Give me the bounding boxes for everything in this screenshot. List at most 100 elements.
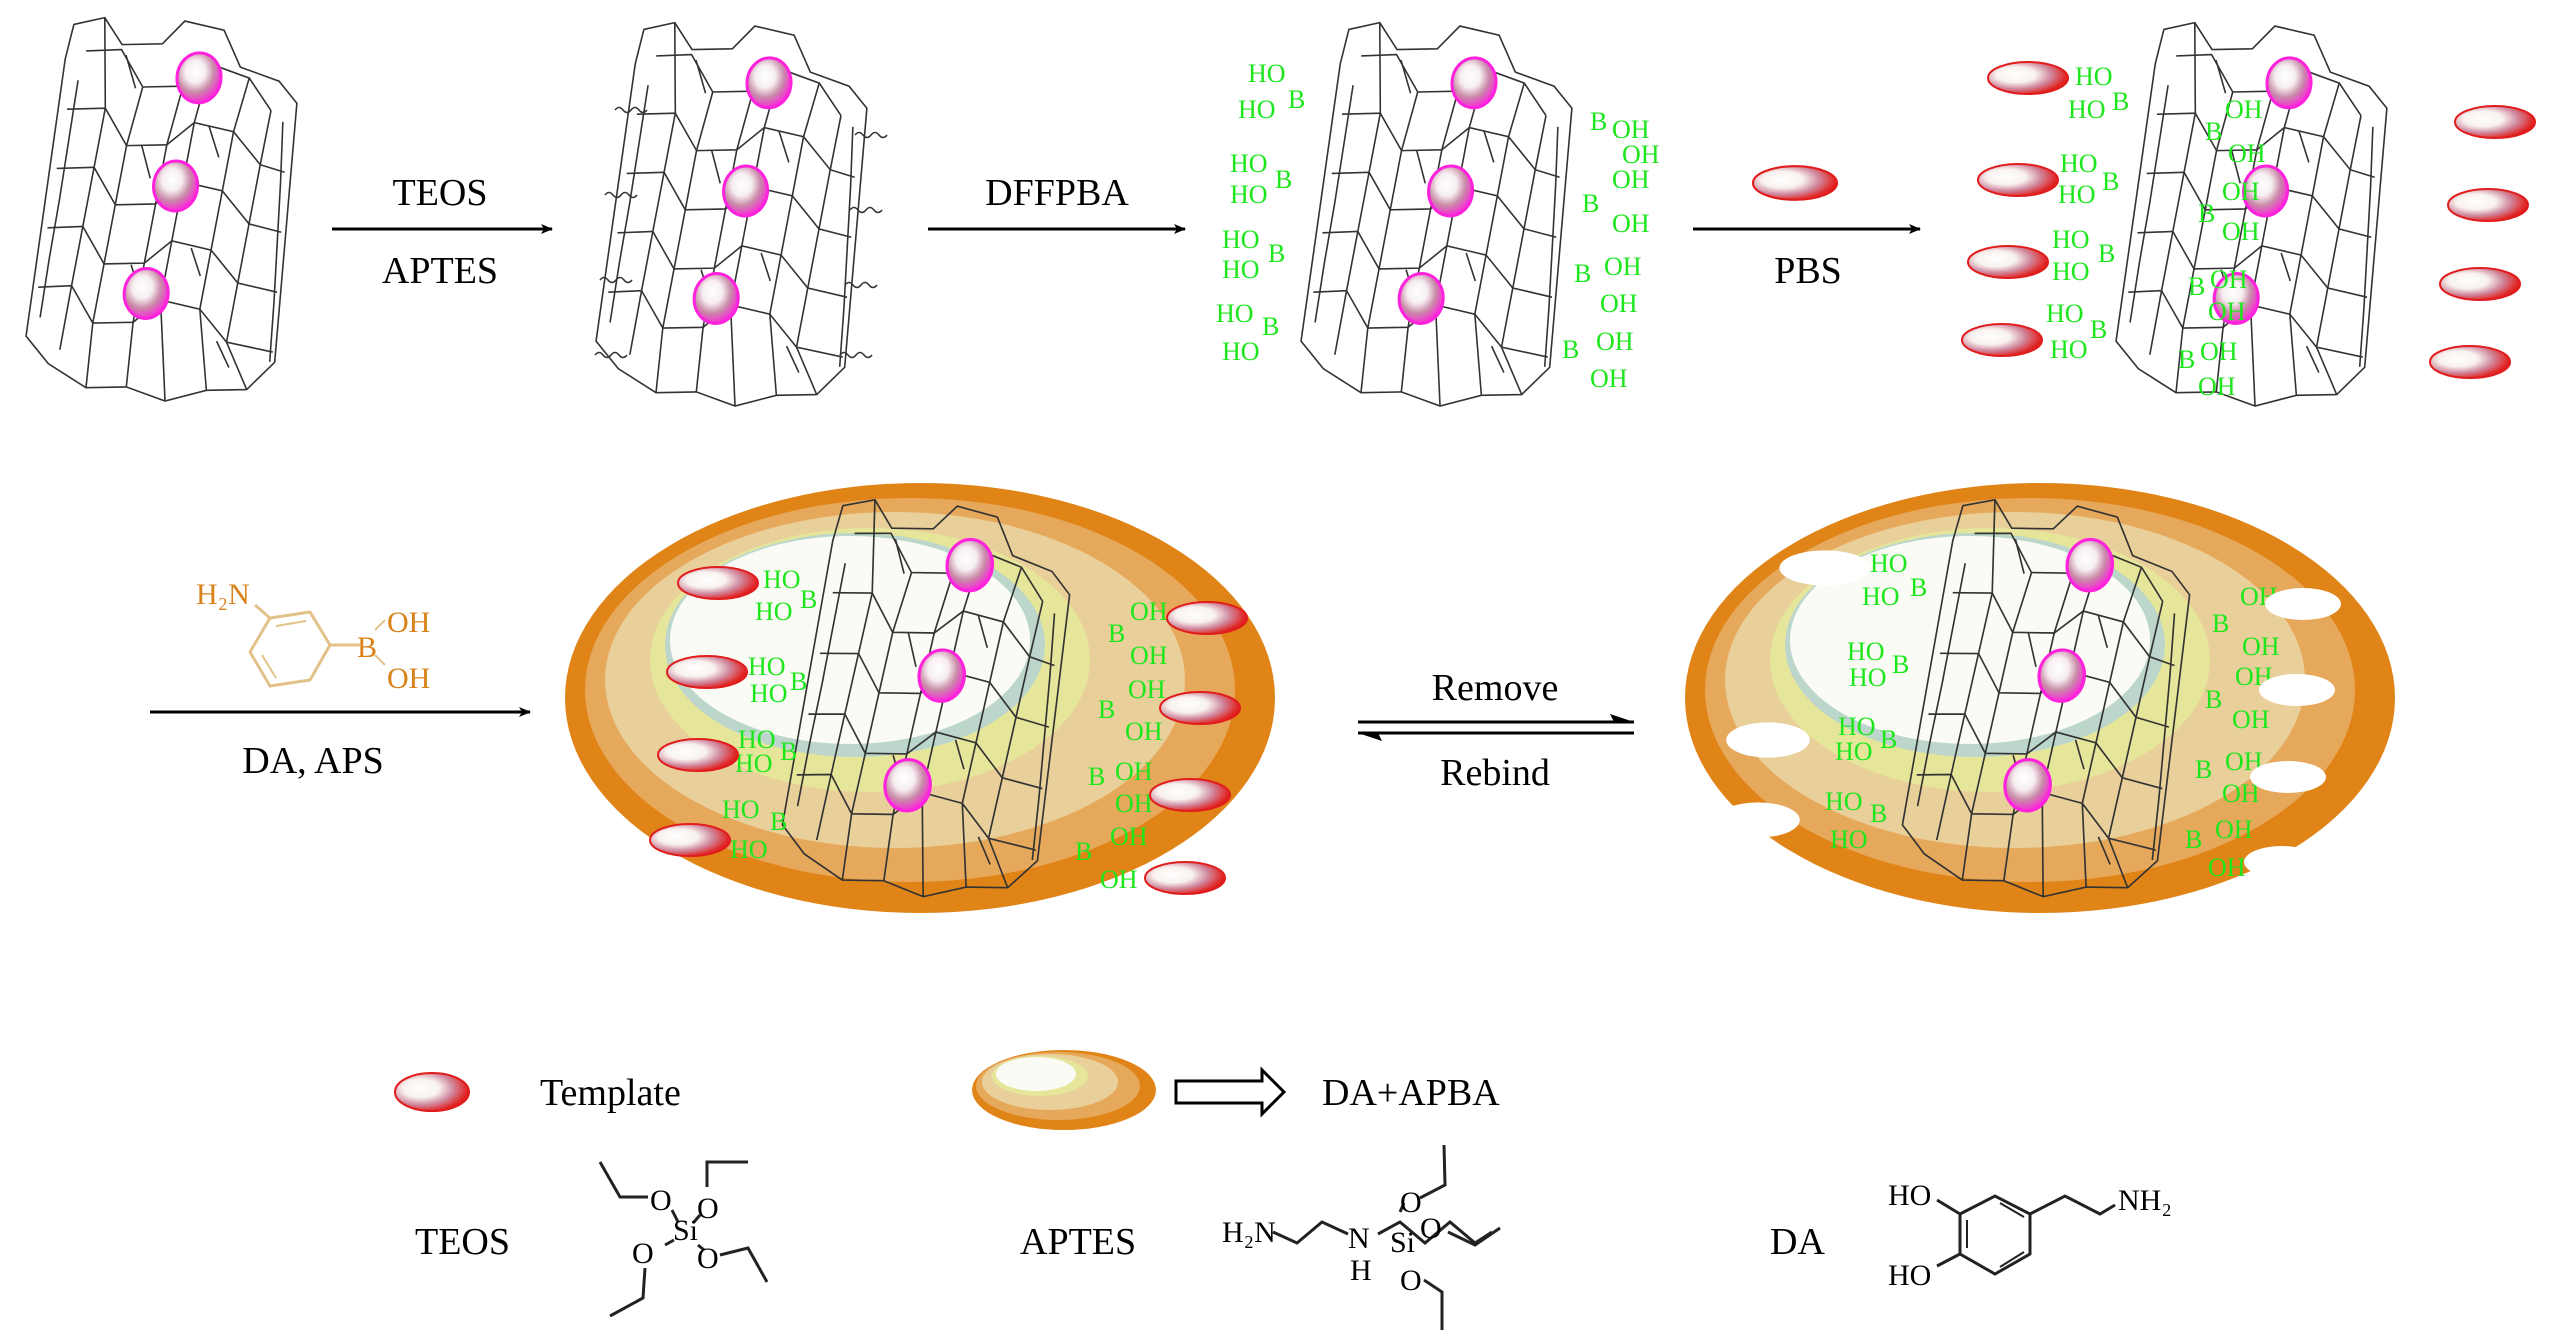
- boronic-b-text: B: [1088, 762, 1105, 791]
- boronic-ho-text: HO: [1222, 255, 1260, 284]
- apba-oh-top-text: OH: [387, 606, 430, 639]
- boronic-ho-text: HO: [730, 835, 768, 864]
- boronic-b-text: B: [2185, 825, 2202, 854]
- apba-oh-bottom-text: OH: [387, 662, 430, 695]
- boronic-b-text: B: [1108, 619, 1125, 648]
- boronic-oh-text: OH: [1596, 327, 1634, 356]
- teos-o-text: O: [632, 1237, 654, 1270]
- boronic-oh-text: OH: [1604, 252, 1642, 281]
- boronic-oh-text: OH: [2225, 95, 2263, 124]
- boronic-oh-text: OH: [1115, 789, 1153, 818]
- template-icon: [1751, 165, 1839, 201]
- boronic-ho-text: HO: [1222, 337, 1260, 366]
- boronic-ho-text: HO: [2060, 149, 2098, 178]
- boronic-b-text: B: [2188, 272, 2205, 301]
- boronic-ho-text: HO: [763, 565, 801, 594]
- legend-template-label: Template: [540, 1072, 681, 1114]
- boronic-ho-text: HO: [1849, 663, 1887, 692]
- boronic-b-text: B: [1275, 165, 1292, 194]
- boronic-b-text: B: [2178, 345, 2195, 374]
- boronic-oh-text: OH: [2208, 853, 2246, 882]
- boronic-oh-text: OH: [1612, 115, 1650, 144]
- boronic-oh-text: OH: [1600, 289, 1638, 318]
- boronic-b-text: B: [2205, 117, 2222, 146]
- boronic-b-text: B: [2198, 199, 2215, 228]
- nanotube-pristine: [19, 6, 311, 414]
- boronic-ho-text: HO: [2046, 299, 2084, 328]
- boronic-oh-text: OH: [1130, 641, 1168, 670]
- nanotube-boronic-acid-functionalized: HO HO B HO HO B HO HO B HO HO B OH B OH …: [1216, 11, 1660, 419]
- aptes-si-text: Si: [1390, 1226, 1415, 1259]
- boronic-ho-text: HO: [2058, 180, 2096, 209]
- boronic-oh-text: OH: [1130, 597, 1168, 626]
- boronic-b-text: B: [2102, 167, 2119, 196]
- boronic-ho-text: HO: [1870, 549, 1908, 578]
- reagent-name-aptes: APTES: [1020, 1221, 1136, 1263]
- legend-template-icon: [394, 1072, 470, 1112]
- boronic-oh-text: OH: [2242, 632, 2280, 661]
- aptes-n-text: N: [1348, 1222, 1370, 1255]
- teos-si-text: Si: [673, 1214, 698, 1247]
- nanotube-silanized: [589, 11, 888, 419]
- boronic-ho-text: HO: [738, 725, 776, 754]
- apba-amine-text: H₂N: [196, 578, 250, 611]
- apba-structure: H₂N B OH OH: [196, 578, 430, 695]
- aptes-structure: H₂N N H Si O O O: [1222, 1144, 1501, 1330]
- hollow-arrow-icon: [1174, 1066, 1287, 1118]
- mip-particle-template-removed: HO HO B HO HO B HO HO B HO HO B OH B OH …: [1685, 483, 2395, 914]
- boronic-b-text: B: [2205, 685, 2222, 714]
- boronic-oh-text: OH: [1115, 757, 1153, 786]
- boronic-ho-text: HO: [1230, 180, 1268, 209]
- teos-structure: O O Si O O: [598, 1160, 769, 1318]
- boronic-b-text: B: [1880, 725, 1897, 754]
- reagent-label-teos: TEOS: [393, 172, 488, 214]
- da-ho-bottom-text: HO: [1888, 1259, 1931, 1292]
- boronic-b-text: B: [1574, 259, 1591, 288]
- boronic-ho-text: HO: [1847, 637, 1885, 666]
- boronic-b-text: B: [1098, 695, 1115, 724]
- boronic-ho-text: HO: [1862, 582, 1900, 611]
- boronic-ho-text: HO: [750, 679, 788, 708]
- boronic-ho-text: HO: [2068, 95, 2106, 124]
- boronic-ho-text: HO: [2050, 335, 2088, 364]
- nanotube-template-bound: HO HO B HO HO B HO HO B HO HO B OH B OH …: [1961, 11, 2536, 419]
- boronic-ho-text: HO: [1830, 825, 1868, 854]
- boronic-oh-text: OH: [2222, 177, 2260, 206]
- boronic-b-text: B: [2212, 609, 2229, 638]
- reagent-label-aptes: APTES: [382, 250, 498, 292]
- boronic-b-text: B: [2112, 87, 2129, 116]
- boronic-ho-text: HO: [1248, 59, 1286, 88]
- boronic-ho-text: HO: [735, 749, 773, 778]
- boronic-b-text: B: [2098, 239, 2115, 268]
- boronic-oh-text: OH: [1100, 865, 1138, 894]
- boronic-oh-text: OH: [2228, 139, 2266, 168]
- da-amine-text: NH₂: [2118, 1184, 2172, 1217]
- boronic-oh-text: OH: [1590, 364, 1628, 393]
- boronic-ho-text: HO: [2075, 62, 2113, 91]
- boronic-oh-text: OH: [1622, 140, 1660, 169]
- boronic-oh-text: OH: [2232, 705, 2270, 734]
- reagent-label-dffpba: DFFPBA: [985, 172, 1129, 214]
- da-ho-top-text: HO: [1888, 1179, 1931, 1212]
- teos-o-text: O: [697, 1242, 719, 1275]
- aptes-h-text: H: [1350, 1254, 1372, 1287]
- aptes-o-text: O: [1400, 1264, 1422, 1297]
- equilibrium-label-remove: Remove: [1432, 667, 1559, 709]
- boronic-ho-text: HO: [2052, 225, 2090, 254]
- boronic-b-text: B: [1590, 107, 1607, 136]
- boronic-ho-text: HO: [1835, 737, 1873, 766]
- boronic-oh-text: OH: [2208, 297, 2246, 326]
- aptes-amine-text: H₂N: [1222, 1216, 1276, 1249]
- boronic-ho-text: HO: [1216, 299, 1254, 328]
- boronic-b-text: B: [800, 585, 817, 614]
- teos-o-text: O: [650, 1184, 672, 1217]
- reagent-label-pbs: PBS: [1774, 250, 1842, 292]
- boronic-b-text: B: [1262, 312, 1279, 341]
- boronic-ho-text: HO: [1230, 149, 1268, 178]
- boronic-ho-text: HO: [748, 652, 786, 681]
- boronic-ho-text: HO: [722, 795, 760, 824]
- boronic-b-text: B: [2195, 755, 2212, 784]
- boronic-b-text: B: [1870, 799, 1887, 828]
- dopamine-structure: HO HO NH₂: [1888, 1179, 2172, 1292]
